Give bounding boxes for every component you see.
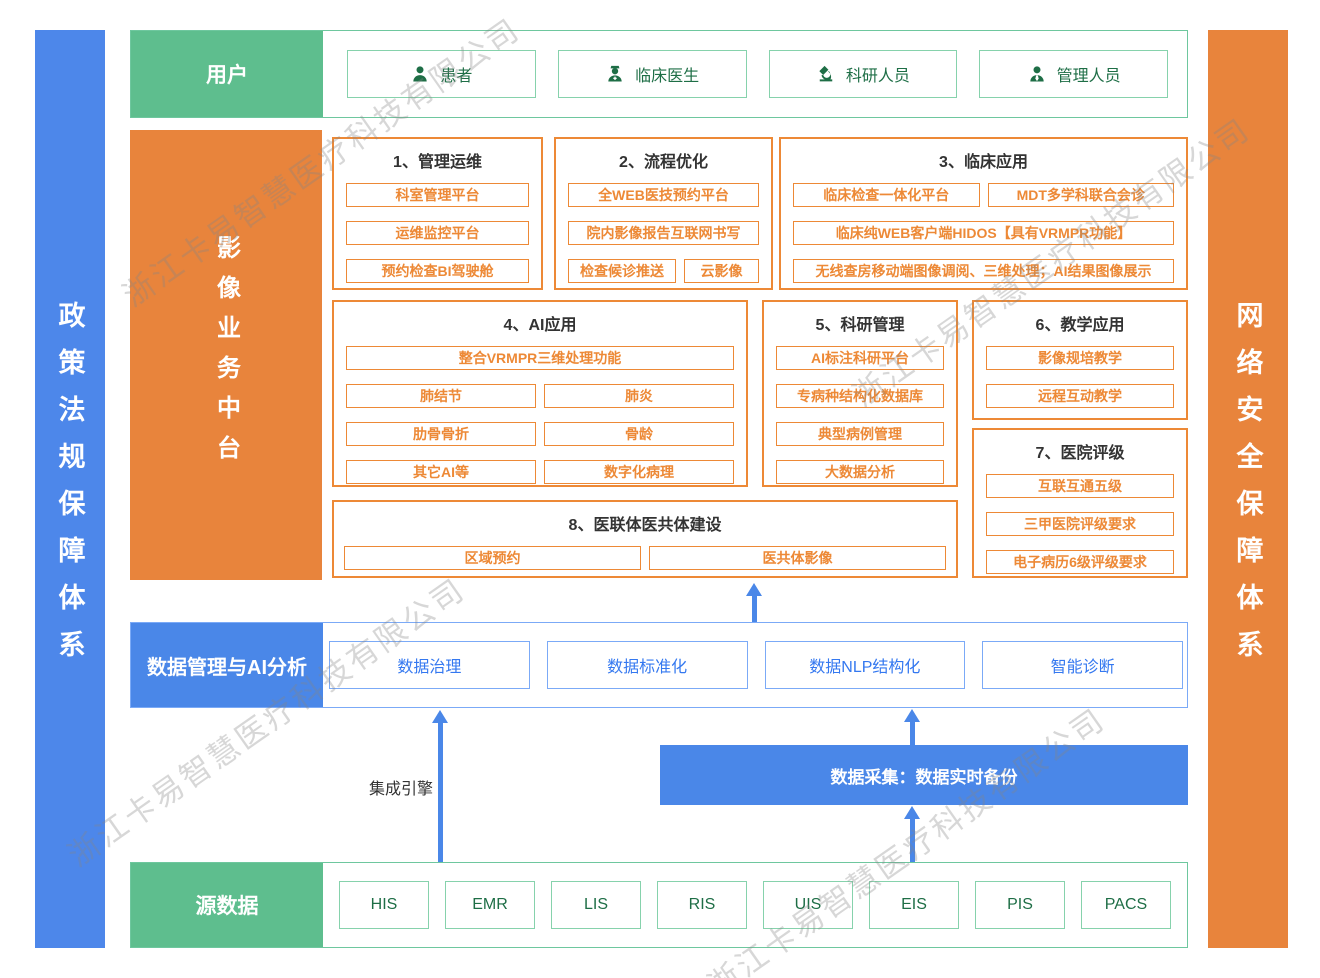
section-ai-application: 4、AI应用 整合VRMPR三维处理功能 肺结节 肺炎 肋骨骨折 骨龄 其它AI… xyxy=(332,300,748,487)
data-management-row: 数据管理与AI分析 数据治理 数据标准化 数据NLP结构化 智能诊断 xyxy=(130,622,1188,708)
platform-item: 数字化病理 xyxy=(544,460,734,484)
platform-item: 检查候诊推送 xyxy=(568,259,676,283)
platform-item: 大数据分析 xyxy=(776,460,944,484)
source-item-his: HIS xyxy=(339,881,429,929)
source-item-emr: EMR xyxy=(445,881,535,929)
section-research-management: 5、科研管理 AI标注科研平台 专病种结构化数据库 典型病例管理 大数据分析 xyxy=(762,300,958,487)
user-item-label: 管理人员 xyxy=(1056,68,1121,85)
data-collection-box: 数据采集：数据实时备份 xyxy=(660,745,1188,805)
platform-item: 远程互动教学 xyxy=(986,384,1174,408)
imaging-platform-label: 影像业务中台 xyxy=(212,235,240,475)
data-item: 数据NLP结构化 xyxy=(764,641,966,689)
policy-regulation-bar: 政策法规保障体系 xyxy=(35,30,105,948)
section-title: 5、科研管理 xyxy=(815,317,905,334)
source-data-items: HIS EMR LIS RIS UIS EIS PIS PACS xyxy=(323,863,1187,947)
source-item-pis: PIS xyxy=(975,881,1065,929)
source-item-eis: EIS xyxy=(869,881,959,929)
data-item: 数据治理 xyxy=(329,641,530,689)
section-title: 6、教学应用 xyxy=(1035,317,1125,334)
section-hospital-rating: 7、医院评级 互联互通五级 三甲医院评级要求 电子病历6级评级要求 xyxy=(972,428,1188,578)
platform-item: 其它AI等 xyxy=(346,460,536,484)
integration-engine-label: 集成引擎 xyxy=(368,781,433,798)
section-medical-alliance: 8、医联体医共体建设 区域预约 医共体影像 xyxy=(332,500,958,578)
platform-item: 无线查房移动端图像调阅、三维处理；AI结果图像展示 xyxy=(793,259,1174,283)
imaging-platform-section: 影像业务中台 1、管理运维 科室管理平台 运维监控平台 预约检查BI驾驶舱 2、… xyxy=(130,130,1188,580)
user-item-label: 科研人员 xyxy=(845,68,910,85)
user-item-clinician: 临床医生 xyxy=(557,50,747,98)
user-item-researcher: 科研人员 xyxy=(768,50,958,98)
platform-item: 预约检查BI驾驶舱 xyxy=(346,259,529,283)
network-security-label: 网络安全保障体系 xyxy=(1232,301,1263,677)
user-item-label: 患者 xyxy=(440,68,473,85)
section-title: 3、临床应用 xyxy=(939,154,1028,171)
data-item: 智能诊断 xyxy=(982,641,1183,689)
source-item-uis: UIS xyxy=(763,881,853,929)
platform-item: 互联互通五级 xyxy=(986,474,1174,498)
arrow-collection-up-icon xyxy=(903,709,921,745)
data-management-items: 数据治理 数据标准化 数据NLP结构化 智能诊断 xyxy=(323,623,1187,707)
platform-item: 医共体影像 xyxy=(649,546,946,570)
platform-item: 典型病例管理 xyxy=(776,422,944,446)
platform-item: AI标注科研平台 xyxy=(776,346,944,370)
manager-icon xyxy=(1029,66,1044,82)
source-data-header: 源数据 xyxy=(131,863,323,947)
platform-item: 临床检查一体化平台 xyxy=(793,183,980,207)
imaging-platform-header: 影像业务中台 xyxy=(130,130,322,580)
platform-item: 肋骨骨折 xyxy=(346,422,536,446)
network-security-bar: 网络安全保障体系 xyxy=(1208,30,1288,948)
section-title: 1、管理运维 xyxy=(393,154,482,171)
platform-item: 骨龄 xyxy=(544,422,734,446)
patient-icon xyxy=(413,66,428,82)
platform-item: 三甲医院评级要求 xyxy=(986,512,1174,536)
source-item-pacs: PACS xyxy=(1081,881,1171,929)
section-title: 4、AI应用 xyxy=(503,317,577,334)
watermark: 浙江卡易智慧医疗科技有限公司 xyxy=(61,571,472,874)
platform-item: 影像规培教学 xyxy=(986,346,1174,370)
platform-item: MDT多学科联合会诊 xyxy=(987,183,1174,207)
user-item-manager: 管理人员 xyxy=(979,50,1168,98)
user-row-items: 患者 临床医生 科研人员 管理人员 xyxy=(323,31,1187,117)
arrow-integration-engine-icon xyxy=(431,710,449,862)
platform-item: 全WEB医技预约平台 xyxy=(568,183,759,207)
arrow-platform-up-icon xyxy=(745,583,763,622)
platform-item: 肺结节 xyxy=(346,384,536,408)
user-item-patient: 患者 xyxy=(347,50,536,98)
platform-item: 科室管理平台 xyxy=(346,183,529,207)
user-row-header: 用户 xyxy=(131,31,323,117)
platform-item: 肺炎 xyxy=(544,384,734,408)
source-item-ris: RIS xyxy=(657,881,747,929)
microscope-icon xyxy=(819,65,833,82)
platform-item: 专病种结构化数据库 xyxy=(776,384,944,408)
section-ops-management: 1、管理运维 科室管理平台 运维监控平台 预约检查BI驾驶舱 xyxy=(332,137,543,290)
section-process-optimization: 2、流程优化 全WEB医技预约平台 院内影像报告互联网书写 检查候诊推送 云影像 xyxy=(554,137,773,290)
platform-item: 区域预约 xyxy=(344,546,641,570)
user-row: 用户 患者 临床医生 科研人员 管理人员 xyxy=(130,30,1188,118)
platform-item: 运维监控平台 xyxy=(346,221,529,245)
section-title: 2、流程优化 xyxy=(619,154,708,171)
data-item: 数据标准化 xyxy=(546,641,748,689)
section-clinical-application: 3、临床应用 临床检查一体化平台 MDT多学科联合会诊 临床纯WEB客户端HID… xyxy=(779,137,1188,290)
platform-item: 电子病历6级评级要求 xyxy=(986,550,1174,574)
section-teaching-application: 6、教学应用 影像规培教学 远程互动教学 xyxy=(972,300,1188,420)
user-item-label: 临床医生 xyxy=(635,68,700,85)
arrow-source-up-icon xyxy=(903,806,921,862)
source-data-row: 源数据 HIS EMR LIS RIS UIS EIS PIS PACS xyxy=(130,862,1188,948)
data-management-header: 数据管理与AI分析 xyxy=(131,623,323,707)
source-item-lis: LIS xyxy=(551,881,641,929)
platform-item: 整合VRMPR三维处理功能 xyxy=(346,346,734,370)
section-title: 8、医联体医共体建设 xyxy=(568,517,722,534)
doctor-icon xyxy=(608,65,622,82)
section-title: 7、医院评级 xyxy=(1035,445,1125,462)
policy-regulation-label: 政策法规保障体系 xyxy=(54,301,85,677)
platform-item: 临床纯WEB客户端HIDOS【具有VRMPR功能】 xyxy=(793,221,1174,245)
platform-item: 院内影像报告互联网书写 xyxy=(568,221,759,245)
platform-item: 云影像 xyxy=(683,259,759,283)
